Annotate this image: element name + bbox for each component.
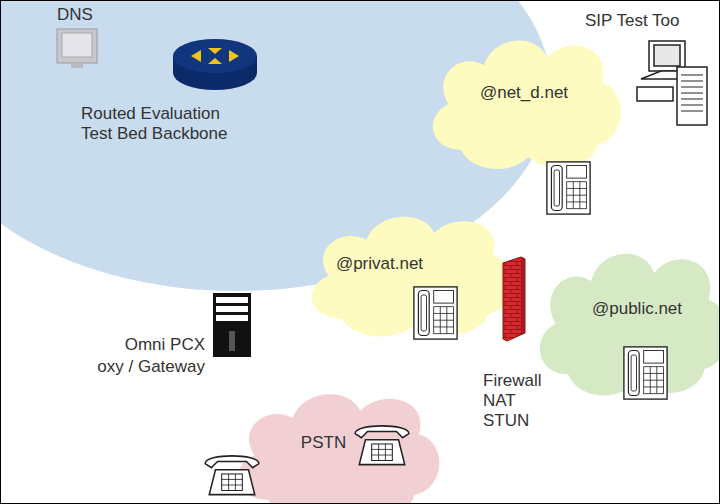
- gateway-label: Omni PCX: [125, 335, 205, 355]
- node-text: @net_d.net: [480, 83, 568, 103]
- network-cloud: @privat.net: [297, 206, 522, 341]
- firewall-icon: [503, 257, 525, 341]
- dns-server-icon: [57, 29, 97, 68]
- node-text: @public.net: [592, 299, 682, 319]
- network-cloud: @public.net: [526, 241, 720, 401]
- server-icon: [213, 293, 251, 357]
- network-cloud: @net_d.net: [419, 29, 629, 174]
- server-label: DNS: [57, 5, 93, 25]
- ip-phone-icon: [414, 287, 457, 339]
- gateway-label: oxy / Gateway: [97, 357, 205, 377]
- node-text: PSTN: [301, 433, 346, 453]
- router-icon: [173, 39, 257, 90]
- computer-icon: [637, 41, 707, 125]
- cloud-shape: [526, 241, 720, 401]
- node-text: @privat.net: [336, 254, 423, 274]
- telephone-icon: [205, 456, 259, 495]
- firewall-label: Firewall NAT STUN: [483, 371, 542, 431]
- node-text: Routed Evaluation Test Bed Backbone: [81, 104, 241, 144]
- ip-phone-icon: [547, 162, 590, 214]
- network-cloud: PSTN: [223, 383, 448, 504]
- ip-phone-icon: [624, 347, 667, 399]
- telephone-icon: [355, 426, 409, 465]
- tool-label: SIP Test Too: [585, 11, 680, 31]
- cloud-shape: [297, 206, 522, 341]
